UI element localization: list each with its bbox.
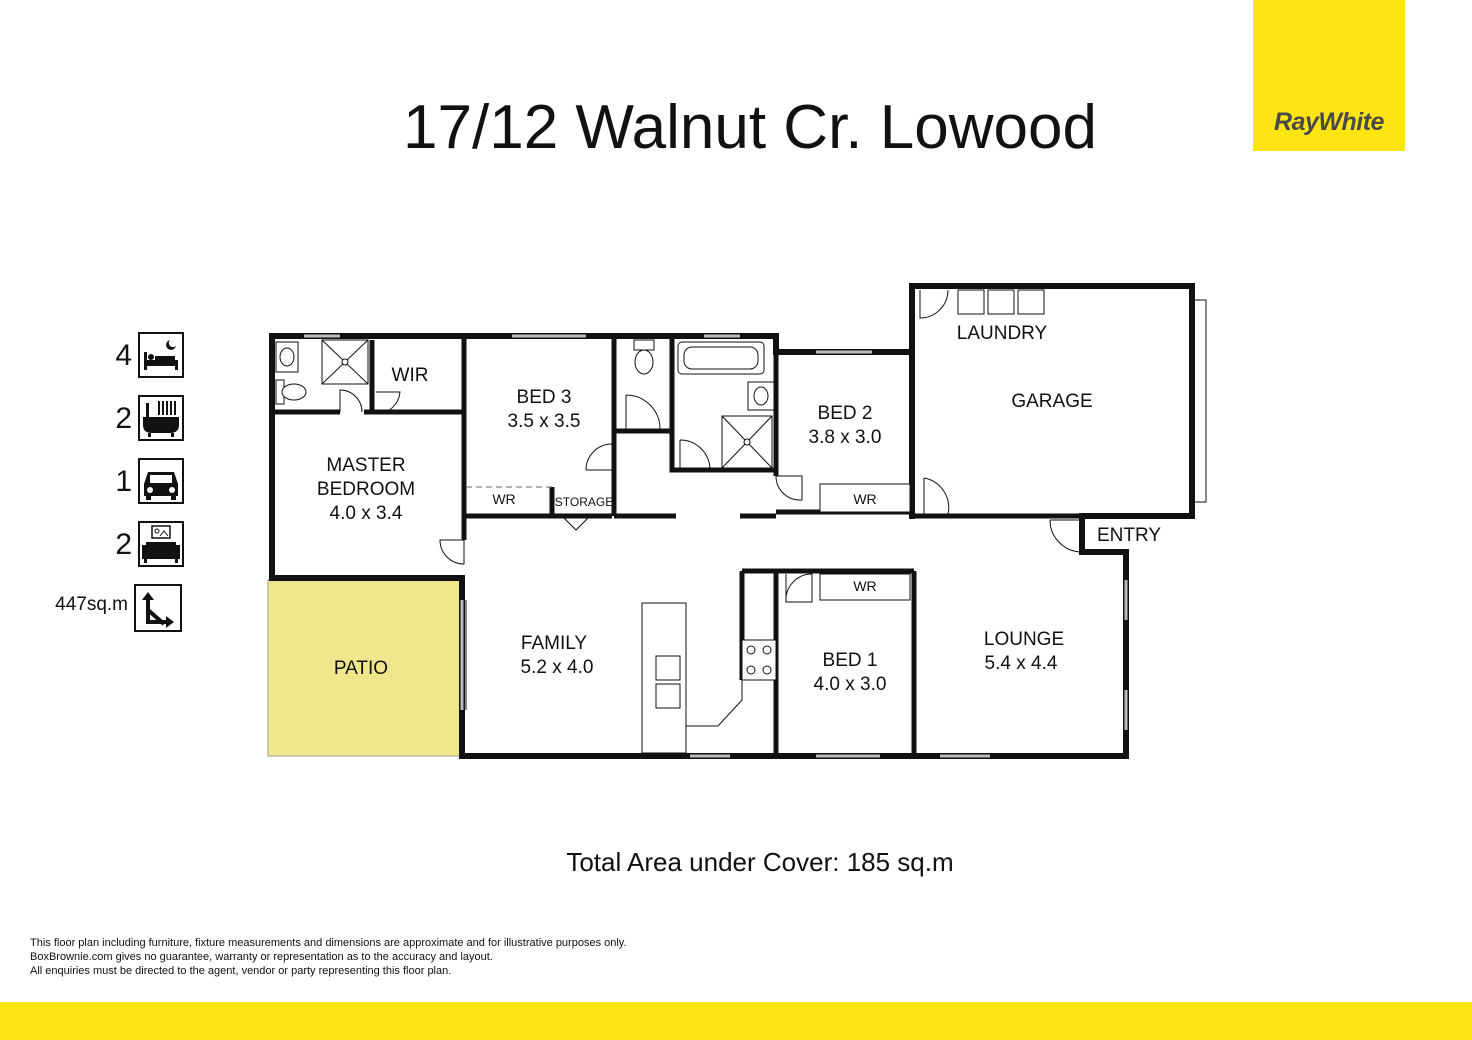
disclaimer-line: All enquiries must be directed to the ag…: [30, 965, 452, 977]
windows: [304, 334, 1128, 758]
door-swings: [339, 289, 1083, 603]
bed1-wr-label: WR: [853, 578, 877, 594]
raywhite-logo: RayWhite: [1253, 0, 1405, 151]
bed-icon: [138, 332, 184, 378]
master-bedroom-name-line2: BEDROOM: [316, 479, 416, 500]
bath-icon: [138, 395, 184, 441]
lounge-size: 5.4 x 4.4: [984, 653, 1058, 674]
disclaimer-line: This floor plan including furniture, fix…: [30, 937, 627, 949]
footer-brand-bar: [0, 1002, 1472, 1040]
stat-living: 2: [0, 519, 200, 571]
family-name: FAMILY: [520, 633, 588, 654]
bed2-name: BED 2: [817, 403, 873, 424]
stat-bathrooms-count: 2: [115, 402, 132, 435]
logo-text: RayWhite: [1274, 108, 1384, 136]
laundry-label: LAUNDRY: [956, 323, 1048, 344]
stat-living-count: 2: [115, 528, 132, 561]
bed3-wr-label: WR: [492, 491, 516, 507]
family-size: 5.2 x 4.0: [520, 657, 594, 678]
storage-label: STORAGE: [554, 495, 614, 509]
sofa-icon: [138, 521, 184, 567]
land-area-icon: [134, 584, 182, 632]
window-frames: [465, 299, 1207, 710]
fixtures: [275, 289, 1045, 754]
entry-label: ENTRY: [1096, 525, 1162, 546]
page-title: 17/12 Walnut Cr. Lowood: [403, 93, 1097, 162]
wir-label: WIR: [391, 365, 429, 386]
bed1-name: BED 1: [822, 650, 878, 671]
bed1-size: 4.0 x 3.0: [813, 674, 887, 695]
bed2-size: 3.8 x 3.0: [808, 427, 882, 448]
car-icon: [138, 458, 184, 504]
patio-label: PATIO: [333, 658, 389, 679]
total-area: Total Area under Cover: 185 sq.m: [566, 847, 954, 877]
disclaimer-line: BoxBrownie.com gives no guarantee, warra…: [30, 951, 493, 963]
stat-bedrooms-count: 4: [115, 339, 132, 372]
stat-bedrooms: 4: [0, 330, 200, 382]
stat-bathrooms: 2: [0, 393, 200, 445]
stat-parking-count: 1: [115, 465, 132, 498]
stat-land-area: 447sq.m: [55, 594, 128, 615]
disclaimer: This floor plan including furniture, fix…: [30, 936, 730, 978]
bed3-name: BED 3: [516, 387, 572, 408]
master-bedroom-name-line1: MASTER: [326, 455, 406, 476]
lounge-name: LOUNGE: [983, 629, 1065, 650]
bed3-size: 3.5 x 3.5: [507, 411, 581, 432]
stat-parking: 1: [0, 456, 200, 508]
bed2-wr-label: WR: [853, 491, 877, 507]
patio-area: [267, 579, 462, 757]
garage-label: GARAGE: [1011, 391, 1093, 412]
master-bedroom-size: 4.0 x 3.4: [329, 503, 403, 524]
